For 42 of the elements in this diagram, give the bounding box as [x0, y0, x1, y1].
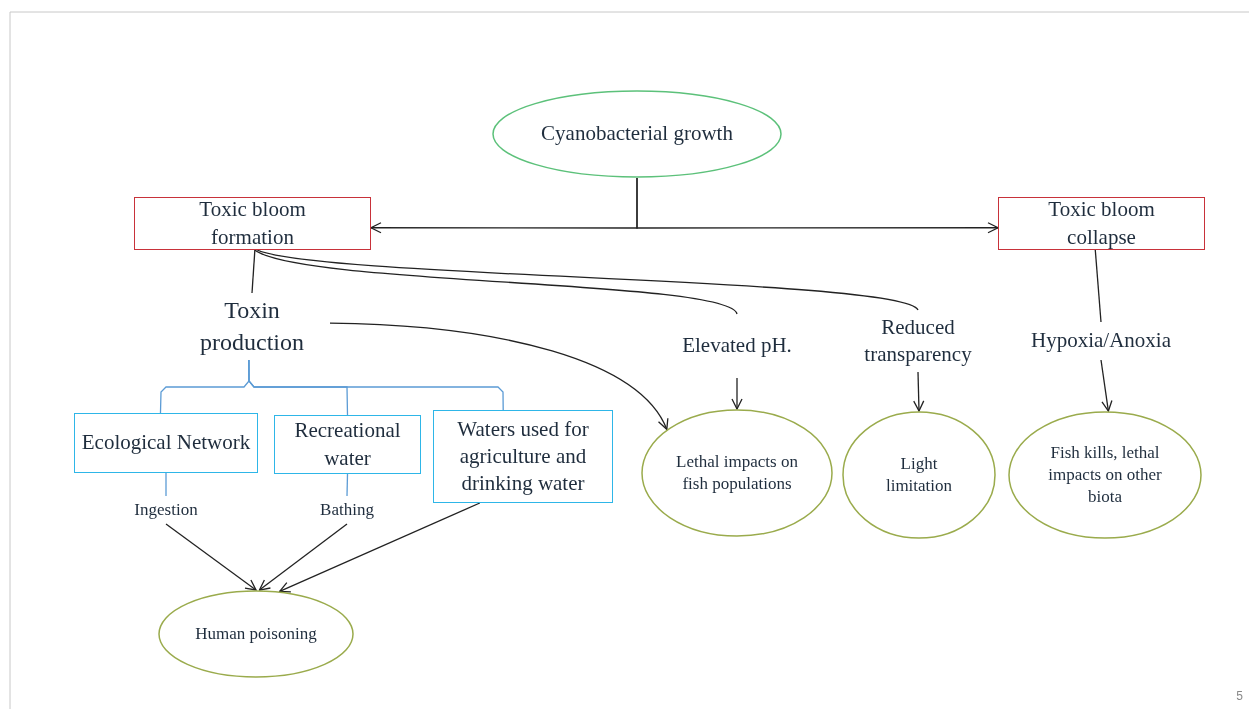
arrow: [165, 523, 257, 591]
connector-line: [248, 359, 504, 411]
ellipse-node: [1008, 411, 1202, 539]
connector-line: [254, 249, 738, 315]
process-box: [274, 415, 421, 474]
node-text: Waters used for agriculture and drinking water: [456, 415, 590, 498]
page-number: 5: [1236, 689, 1243, 703]
arrow: [258, 523, 348, 591]
node-text: Toxic bloom collapse: [1047, 196, 1156, 251]
node-text: Cyanobacterial growth: [541, 120, 733, 148]
node-label: Bathing: [305, 496, 389, 524]
node-text: Lethal impacts on fish populations: [675, 450, 799, 495]
node-text: Fish kills, lethal impacts on other biota: [1047, 441, 1163, 509]
arrow: [636, 177, 999, 234]
arrow: [731, 377, 743, 410]
node-label: Reduced transparency: [848, 310, 988, 372]
process-box: [134, 197, 371, 250]
ellipse-node: [641, 409, 833, 537]
node-text: Ecological Network: [81, 429, 251, 457]
connector-line: [251, 249, 256, 294]
ellipse-node: [492, 90, 782, 178]
connector-line: [346, 473, 349, 497]
node-text: Toxic bloom formation: [198, 196, 307, 251]
arrow: [1100, 359, 1113, 412]
node-text: Light limitation: [884, 452, 954, 497]
process-box: [998, 197, 1205, 250]
ellipse-node: [842, 411, 996, 539]
connector-line: [165, 472, 167, 497]
node-label: Hypoxia/Anoxia: [1015, 322, 1187, 360]
node-text: Recreational water: [293, 417, 402, 472]
connector-line: [1094, 249, 1102, 323]
node-label: Elevated pH.: [680, 314, 794, 378]
process-box: [74, 413, 258, 473]
ellipse-node: [158, 590, 354, 678]
node-text: Human poisoning: [195, 622, 317, 645]
arrow: [913, 371, 925, 412]
arrow: [279, 502, 481, 593]
process-box: [433, 410, 613, 503]
connector-line: [256, 249, 919, 311]
node-label: Toxin production: [174, 293, 330, 360]
arrow: [329, 322, 668, 430]
node-label: Ingestion: [120, 496, 212, 524]
